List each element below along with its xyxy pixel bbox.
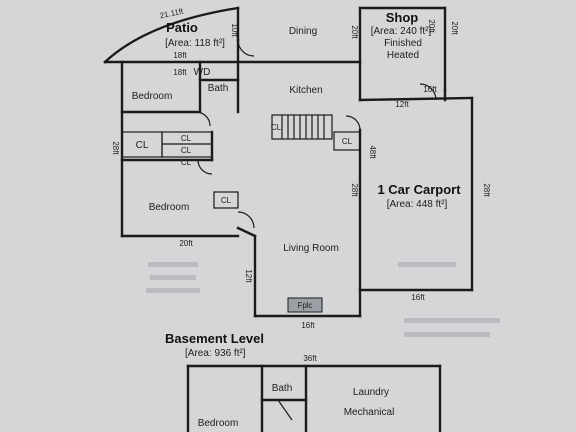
bath-label: Bath (208, 83, 229, 94)
basement-bedroom-label: Bedroom (198, 418, 239, 429)
shop-bottom-dim: 16ft (423, 85, 437, 94)
patio-bottom-dim: 18ft (173, 51, 187, 60)
carport-right-dim: 28ft (482, 183, 491, 197)
bedroom2-label: Bedroom (149, 202, 190, 213)
carport-bottom-dim: 16ft (411, 293, 425, 302)
upper-level-walls (103, 6, 474, 318)
basement-walls (186, 364, 442, 432)
carport-area: [Area: 448 ft²] (387, 199, 448, 210)
carport-mid-dim: 28ft (350, 183, 359, 197)
living-room-label: Living Room (283, 243, 339, 254)
left-dim: 28ft (111, 141, 120, 155)
closet-label-5: CL (221, 196, 232, 205)
door-swings (195, 39, 437, 229)
stair-treads (281, 115, 325, 139)
wd-dim: 18ft (173, 68, 187, 77)
shop-note-heated: Heated (387, 50, 419, 61)
fireplace (287, 297, 323, 313)
carport-label: 1 Car Carport (377, 182, 461, 197)
shop-label: Shop (386, 10, 419, 25)
bedroom2-bottom-dim: 20ft (179, 239, 193, 248)
fireplace-label: Fplc (297, 301, 312, 310)
patio-side-dim: 10ft (230, 23, 239, 37)
kitchen-label: Kitchen (289, 85, 322, 96)
wd-label: WD (194, 67, 211, 78)
dining-dim: 20ft (350, 25, 359, 39)
basement-title: Basement Level (165, 331, 264, 346)
living-bottom-dim: 16ft (301, 321, 315, 330)
patio-area: [Area: 118 ft²] (165, 38, 225, 49)
basement-area: [Area: 936 ft²] (185, 348, 246, 359)
basement-mechanical-label: Mechanical (344, 407, 395, 418)
bleed-through-text (146, 262, 500, 337)
patio-label: Patio (166, 20, 198, 35)
closet-label-7: CL (342, 137, 353, 146)
basement-bath-label: Bath (272, 383, 293, 394)
closet-label-2: CL (181, 134, 192, 143)
closet-label-3: CL (181, 146, 192, 155)
closet-label-4: CL (181, 158, 192, 167)
dining-label: Dining (289, 26, 317, 37)
shop-left-dim: 20ft (427, 19, 436, 33)
shop-area: [Area: 240 ft²] (371, 26, 432, 37)
carport-top-dim: 12ft (395, 100, 409, 109)
carport-left-dim: 48ft (368, 145, 377, 159)
bedroom1-label: Bedroom (132, 91, 173, 102)
closet-label-6: CL (271, 123, 282, 132)
shop-right-dim: 20ft (450, 21, 459, 35)
basement-top-dim: 36ft (303, 354, 317, 363)
living-side-dim: 12ft (244, 269, 253, 283)
patio-arc-dim: 21.11ft (159, 7, 185, 21)
shop-note-finished: Finished (384, 38, 422, 49)
basement-laundry-label: Laundry (353, 387, 389, 398)
closet-label-1: CL (136, 140, 149, 151)
